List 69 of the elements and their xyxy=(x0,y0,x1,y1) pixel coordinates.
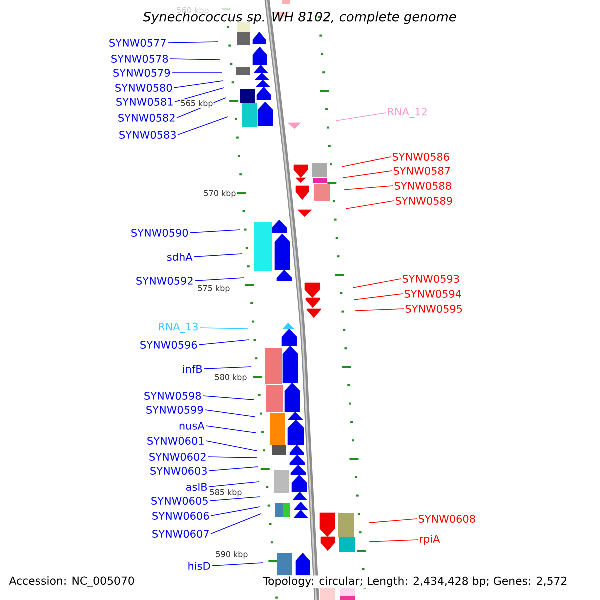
gene-label: SYNW0589 xyxy=(396,197,452,205)
gene-label: SYNW0601 xyxy=(148,437,204,445)
footer-text: Accession: NC_005070 xyxy=(8,576,136,588)
leader-line xyxy=(172,72,222,74)
leader-line xyxy=(168,42,218,44)
gene-label: aslB xyxy=(186,482,208,492)
leader-line xyxy=(336,112,386,122)
gene-label: SYNW0595 xyxy=(406,305,462,313)
gene-label: SYNW0587 xyxy=(394,167,450,175)
gene-label: SYNW0598 xyxy=(144,392,202,400)
gene-label: SYNW0581 xyxy=(116,98,173,106)
leader-line xyxy=(346,200,394,210)
leader-line xyxy=(204,410,256,418)
gene-label: SYNW0592 xyxy=(136,277,193,285)
leader-line xyxy=(206,426,256,434)
leader-line xyxy=(368,518,418,524)
leader-line xyxy=(208,456,258,458)
gene-label: SYNW0586 xyxy=(392,153,450,161)
gene-label: SYNW0579 xyxy=(114,69,170,77)
leader-line xyxy=(194,254,242,258)
leader-line xyxy=(342,170,392,178)
leader-line xyxy=(200,328,248,330)
gene-label: RNA_12 xyxy=(388,108,427,118)
gene-label: SYNW0593 xyxy=(402,275,460,283)
leader-line xyxy=(210,506,260,516)
leader-line xyxy=(210,514,262,534)
gene-label: SYNW0590 xyxy=(132,229,188,237)
gene-label: SYNW0596 xyxy=(140,341,198,349)
gene-label: SYNW0582 xyxy=(118,114,175,122)
gene-label: SYNW0602 xyxy=(150,453,206,461)
leader-line xyxy=(204,366,252,370)
leader-line xyxy=(342,156,392,168)
gene-label: RNA_13 xyxy=(159,322,198,334)
leader-line xyxy=(174,88,224,102)
leader-line xyxy=(190,230,240,234)
leader-line xyxy=(352,278,402,288)
leader-line xyxy=(202,396,254,400)
leader-line xyxy=(206,440,258,452)
gene-label: SYNW0603 xyxy=(150,467,207,475)
gene-label: infB xyxy=(183,365,202,373)
leader-line xyxy=(178,116,228,136)
gene-label: SYNW0580 xyxy=(116,84,172,92)
leader-line xyxy=(344,186,394,190)
gene-label: SYNW0606 xyxy=(152,512,210,520)
gene-label: SYNW0577 xyxy=(110,39,166,47)
gene-label: SYNW0588 xyxy=(394,182,452,190)
gene-label: SYNW0599 xyxy=(146,406,204,414)
leader-line xyxy=(174,80,224,88)
leader-line xyxy=(208,466,258,472)
leader-line xyxy=(170,58,220,60)
gene-label: rpiA xyxy=(420,534,440,546)
footer-text: Topology: circular; Length: 2,434,428 bp; Genes: 2,572 xyxy=(262,576,569,588)
leader-line xyxy=(368,540,418,542)
leader-line xyxy=(208,482,260,488)
leader-line xyxy=(354,308,404,312)
gene-label: SYNW0594 xyxy=(404,290,462,298)
gene-label: nusA xyxy=(180,422,205,430)
gene-label: SYNW0605 xyxy=(152,497,208,505)
gene-label: SYNW0608 xyxy=(418,515,476,523)
gene-label: hisD xyxy=(188,562,210,570)
gene-label: SYNW0578 xyxy=(112,55,168,63)
leader-line xyxy=(194,278,244,282)
leader-line xyxy=(210,496,260,502)
gene-label: SYNW0607 xyxy=(152,530,209,538)
gene-label: sdhA xyxy=(168,252,193,262)
leader-line xyxy=(354,294,404,300)
leader-line xyxy=(198,340,250,346)
gene-label: SYNW0583 xyxy=(120,131,176,139)
leader-line xyxy=(212,562,264,566)
